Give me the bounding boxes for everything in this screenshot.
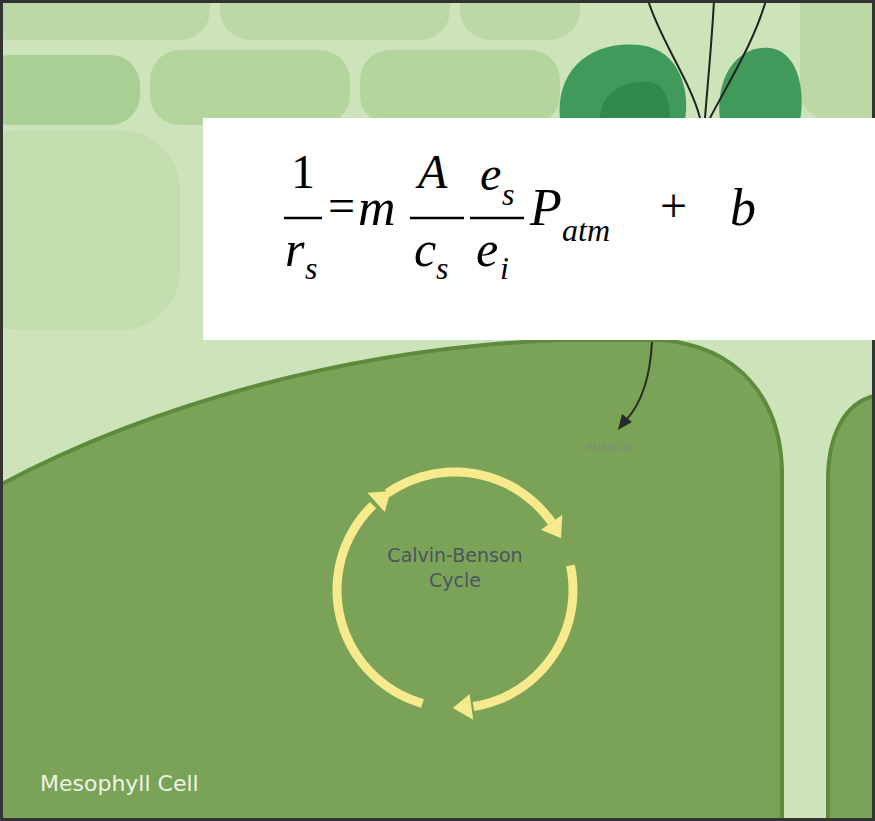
cell-label: Mesophyll Cell (40, 771, 199, 796)
equation-symbol: s (502, 178, 514, 210)
mesophyll-cell (0, 340, 782, 821)
equation-symbol: r (285, 224, 304, 274)
cycle-arrowhead (541, 515, 562, 538)
mesophyll-cell-light (0, 130, 180, 330)
equation-symbol: A (418, 148, 447, 196)
equation-symbol: 1 (291, 148, 315, 196)
fraction-bar (284, 217, 322, 220)
equation-symbol: + (660, 182, 687, 230)
gas-path-line (710, 0, 766, 118)
cycle-arc (387, 472, 551, 522)
cycle-arc (337, 505, 422, 703)
epidermis-cell (220, 0, 450, 40)
enzyme-label: RUBISCO (586, 442, 631, 453)
fraction-bar (410, 217, 464, 220)
epidermis-cell (800, 0, 875, 120)
epidermis-cell (360, 50, 560, 125)
equation-symbol: e (476, 224, 498, 274)
guard-cell (719, 48, 801, 120)
equation-symbol: s (305, 252, 317, 284)
leader-arrow (626, 342, 652, 420)
equation-symbol: s (436, 252, 448, 284)
cycle-arrowhead (367, 491, 390, 512)
epidermis-cell (0, 55, 140, 125)
fraction-bar (470, 217, 524, 220)
equation-symbol: c (414, 224, 436, 274)
epidermis-cell (0, 0, 210, 40)
cycle-arc (473, 565, 573, 706)
equation-symbol: P (530, 182, 562, 234)
gas-path-line (705, 0, 714, 118)
gas-path-line (648, 0, 700, 118)
cycle-label: Calvin-Benson Cycle (370, 543, 540, 592)
equation-symbol: atm (562, 214, 610, 246)
cycle-arrowhead (453, 694, 473, 720)
guard-cell (560, 44, 687, 120)
equation-symbol: b (730, 182, 756, 234)
arrow-head (618, 414, 632, 430)
epidermis-cell (150, 50, 350, 125)
neighbour-cell (828, 395, 875, 821)
guard-cell (600, 82, 670, 120)
cycle-circle: Calvin-Benson Cycle (325, 460, 585, 720)
equation-box: 1rs=mAcseseiPatm+b (203, 118, 875, 340)
equation-symbol: i (500, 252, 509, 284)
equation-symbol: = (328, 182, 355, 230)
epidermis-cell (460, 0, 580, 40)
equation-symbol: m (358, 182, 396, 234)
equation-symbol: e (480, 150, 501, 198)
